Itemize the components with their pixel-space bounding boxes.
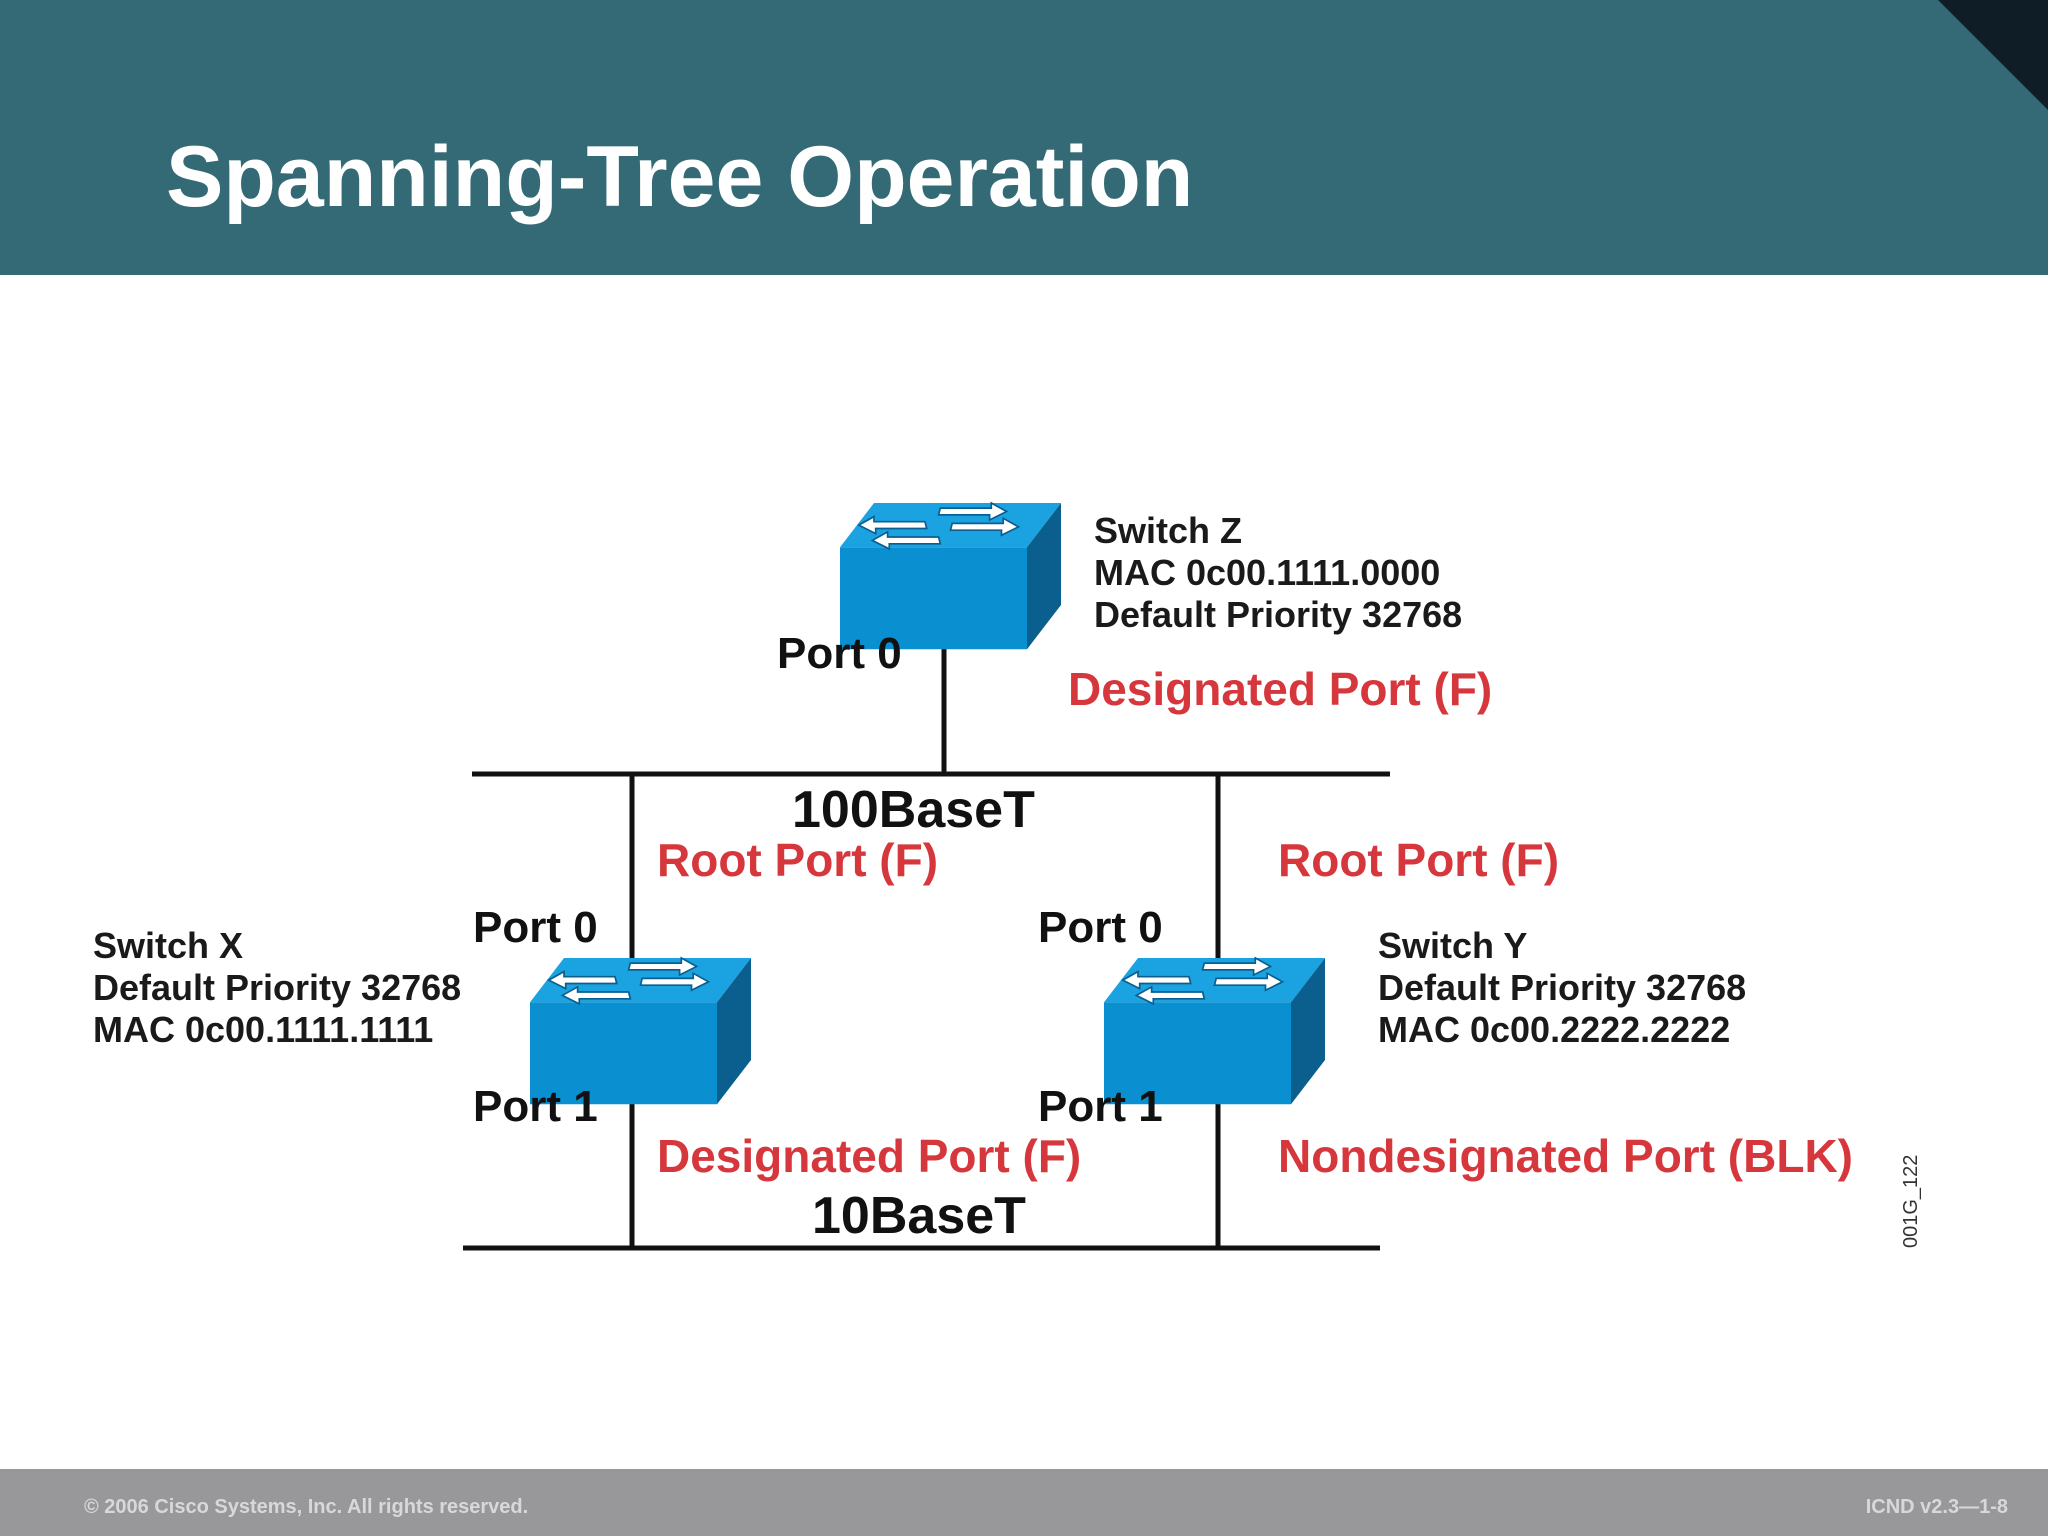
slide-header	[0, 0, 2048, 275]
switch-z-priority: Default Priority 32768	[1094, 594, 1463, 636]
switch-y-port0-role: Root Port (F)	[1278, 834, 1560, 886]
copyright-text: © 2006 Cisco Systems, Inc. All rights re…	[84, 1496, 529, 1518]
slide-title: Spanning-Tree Operation	[166, 129, 1194, 225]
switch-z-name: Switch Z	[1094, 510, 1243, 551]
slide-footer	[0, 1469, 2048, 1536]
switch-z-port0-role: Designated Port (F)	[1068, 663, 1493, 715]
switch-z-icon	[839, 502, 1062, 651]
switch-x-mac: MAC 0c00.1111.1111	[93, 1009, 434, 1051]
switch-x-priority: Default Priority 32768	[93, 967, 462, 1009]
switch-z-port0-label: Port 0	[777, 629, 902, 678]
figure-id: 001G_122	[1900, 1154, 1922, 1248]
switch-y-priority: Default Priority 32768	[1378, 967, 1747, 1009]
switch-y-name: Switch Y	[1378, 925, 1528, 966]
segment-10baset-label: 10BaseT	[812, 1187, 1026, 1245]
switch-y-info: Switch Y Default Priority 32768 MAC 0c00…	[1378, 925, 1746, 1051]
header-corner-decoration	[1938, 0, 2048, 110]
switch-x-port0-role: Root Port (F)	[657, 834, 939, 886]
slide-number: ICND v2.3—1-8	[1865, 1496, 2008, 1518]
switch-y-mac: MAC 0c00.2222.2222	[1378, 1009, 1731, 1051]
switch-y-port0-label: Port 0	[1038, 903, 1163, 952]
switch-y-port1-role: Nondesignated Port (BLK)	[1278, 1130, 1853, 1182]
switch-z-info: Switch Z MAC 0c00.1111.0000 Default Prio…	[1094, 510, 1462, 636]
switch-x-name: Switch X	[93, 925, 244, 966]
switch-z-mac: MAC 0c00.1111.0000	[1094, 552, 1441, 594]
switch-x-port1-role: Designated Port (F)	[657, 1130, 1082, 1182]
switch-x-info: Switch X Default Priority 32768 MAC 0c00…	[93, 925, 461, 1051]
switch-y-port1-label: Port 1	[1038, 1082, 1163, 1131]
switch-x-port0-label: Port 0	[473, 903, 598, 952]
segment-100baset-label: 100BaseT	[792, 781, 1035, 839]
switch-x-port1-label: Port 1	[473, 1082, 598, 1131]
